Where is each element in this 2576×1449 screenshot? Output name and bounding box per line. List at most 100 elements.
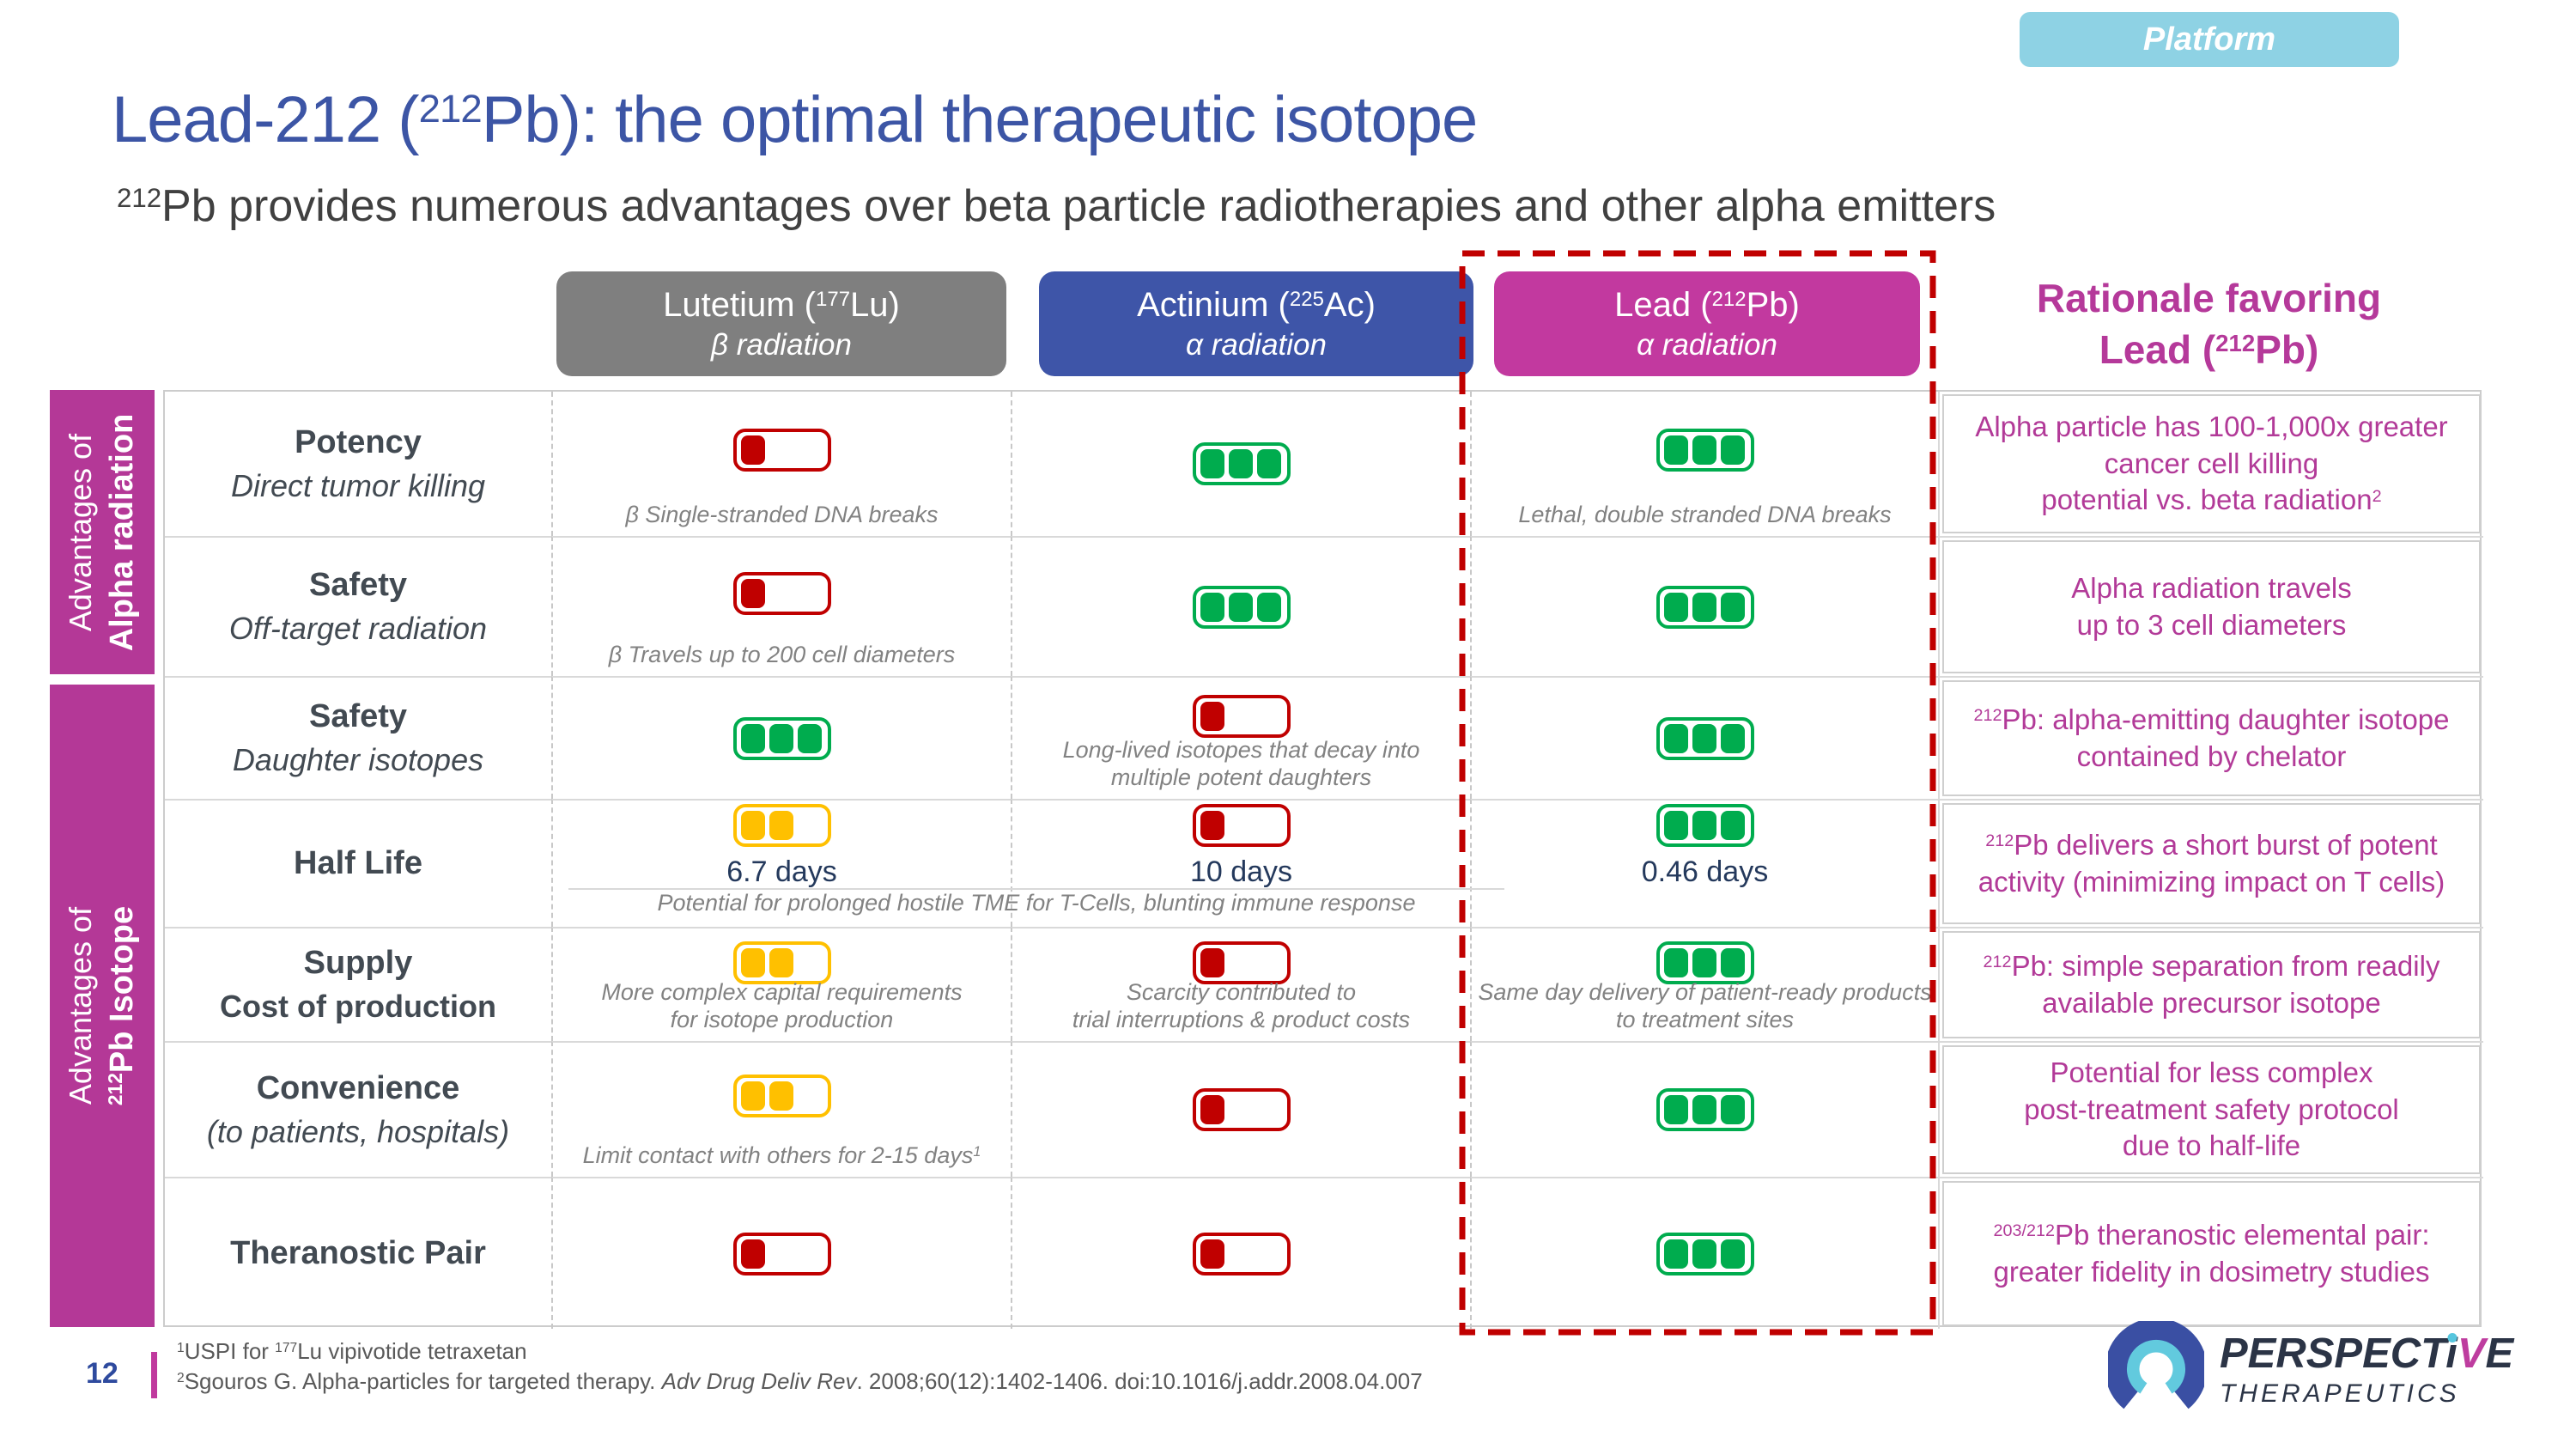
rating-pill bbox=[1656, 941, 1754, 984]
rating-pill bbox=[1192, 941, 1291, 984]
rating-pill bbox=[1192, 694, 1291, 738]
title-text: Pb): the optimal therapeutic isotope bbox=[481, 83, 1479, 156]
sidebar-advantages-pb212-isotope: Advantages of 212Pb Isotope bbox=[50, 685, 155, 1327]
cell-supply-lead: Same day delivery of patient-ready produ… bbox=[1470, 927, 1938, 1041]
row-subtitle: Daughter isotopes bbox=[232, 742, 484, 777]
logo-subtext: THERAPEUTICS bbox=[2220, 1379, 2460, 1408]
row-title: Theranostic Pair bbox=[230, 1235, 486, 1271]
row-title: Supply bbox=[303, 945, 413, 981]
half-life-value: 6.7 days bbox=[726, 855, 837, 888]
footnote-2: 2Sgouros G. Alpha-particles for targeted… bbox=[177, 1368, 1423, 1394]
footer-divider bbox=[151, 1352, 157, 1398]
cell-halflife-actinium: 10 days bbox=[1011, 799, 1470, 927]
cell-convenience-actinium bbox=[1011, 1041, 1470, 1177]
row-label-theranostic-pair: Theranostic Pair bbox=[165, 1177, 551, 1329]
rating-pill bbox=[1192, 804, 1291, 847]
row-label-safety-daughter: Safety Daughter isotopes bbox=[165, 676, 551, 799]
cell-potency-lead: Lethal, double stranded DNA breaks bbox=[1470, 392, 1938, 536]
row-label-supply: Supply Cost of production bbox=[165, 927, 551, 1041]
rationale-column-header: Rationale favoring Lead (212Pb) bbox=[1936, 273, 2482, 376]
rating-pill bbox=[732, 1232, 831, 1275]
rationale-text: 212Pb delivers a short burst of potent a… bbox=[1978, 828, 2445, 898]
isotope-name: Lutetium (177Lu) bbox=[663, 286, 900, 325]
radiation-type: β radiation bbox=[711, 328, 852, 362]
row-title: Safety bbox=[308, 698, 408, 734]
rationale-header-line2: Lead (212Pb) bbox=[2099, 326, 2319, 372]
cell-note: β Single-stranded DNA breaks bbox=[625, 502, 939, 528]
column-header-actinium: Actinium (225Ac) α radiation bbox=[1039, 271, 1473, 376]
cell-safety2-lead bbox=[1470, 676, 1938, 799]
row-label-safety-offtarget: Safety Off-target radiation bbox=[165, 536, 551, 676]
cell-safety1-actinium bbox=[1011, 536, 1470, 676]
cell-theranostic-actinium bbox=[1011, 1177, 1470, 1329]
page-number: 12 bbox=[86, 1357, 118, 1390]
subtitle-superscript: 212 bbox=[117, 183, 162, 214]
logo-wordmark: PERSPECTiVE bbox=[2220, 1330, 2514, 1377]
rationale-safety1: Alpha radiation travels up to 3 cell dia… bbox=[1938, 536, 2483, 676]
title-text: Lead-212 ( bbox=[112, 83, 420, 156]
half-life-value: 10 days bbox=[1189, 855, 1293, 888]
sidebar-line2: Alpha radiation bbox=[103, 413, 140, 651]
title-superscript: 212 bbox=[418, 87, 483, 131]
rating-pill bbox=[732, 1075, 831, 1117]
cell-potency-actinium bbox=[1011, 392, 1470, 536]
row-label-potency: Potency Direct tumor killing bbox=[165, 392, 551, 536]
radiation-type: α radiation bbox=[1637, 328, 1777, 362]
rating-pill bbox=[1192, 442, 1291, 485]
rationale-potency: Alpha particle has 100-1,000x greater ca… bbox=[1938, 392, 2483, 536]
cell-note: Scarcity contributed to trial interrupti… bbox=[1072, 979, 1411, 1033]
rationale-text: 212Pb: alpha-emitting daughter isotope c… bbox=[1973, 703, 2450, 772]
rationale-text: Alpha radiation travels up to 3 cell dia… bbox=[2071, 571, 2352, 641]
half-life-span-note: Potential for prolonged hostile TME for … bbox=[568, 888, 1504, 916]
platform-badge-label: Platform bbox=[2142, 21, 2276, 58]
cell-note: Long-lived isotopes that decay into mult… bbox=[1062, 737, 1420, 791]
cell-note: Limit contact with others for 2-15 days1 bbox=[582, 1142, 981, 1169]
rationale-convenience: Potential for less complex post-treatmen… bbox=[1938, 1041, 2483, 1177]
half-life-value: 0.46 days bbox=[1641, 855, 1769, 888]
row-title: Half Life bbox=[294, 845, 422, 881]
rating-pill bbox=[732, 716, 831, 760]
rating-pill bbox=[1192, 1232, 1291, 1275]
sidebar-line1: Advantages of bbox=[62, 906, 98, 1105]
rating-pill bbox=[1656, 716, 1754, 760]
rationale-safety2: 212Pb: alpha-emitting daughter isotope c… bbox=[1938, 676, 2483, 799]
cell-theranostic-lutetium bbox=[551, 1177, 1011, 1329]
row-title: Convenience bbox=[256, 1069, 460, 1106]
page-subtitle: 212Pb provides numerous advantages over … bbox=[117, 180, 1996, 232]
platform-badge: Platform bbox=[2020, 12, 2399, 67]
cell-supply-actinium: Scarcity contributed to trial interrupti… bbox=[1011, 927, 1470, 1041]
cell-safety1-lead bbox=[1470, 536, 1938, 676]
row-subtitle: Direct tumor killing bbox=[230, 467, 486, 503]
rationale-text: Potential for less complex post-treatmen… bbox=[2024, 1056, 2399, 1162]
perspective-therapeutics-logo: PERSPECTiVE THERAPEUTICS bbox=[2108, 1321, 2513, 1417]
footnote-1: 1USPI for 177Lu vipivotide tetraxetan bbox=[177, 1338, 527, 1364]
rating-pill bbox=[732, 571, 831, 615]
cell-convenience-lutetium: Limit contact with others for 2-15 days1 bbox=[551, 1041, 1011, 1177]
rationale-text: 212Pb: simple separation from readily av… bbox=[1983, 949, 2440, 1019]
rationale-text: Alpha particle has 100-1,000x greater ca… bbox=[1975, 410, 2448, 516]
sidebar-line2: 212Pb Isotope bbox=[103, 905, 140, 1106]
cell-safety1-lutetium: β Travels up to 200 cell diameters bbox=[551, 536, 1011, 676]
rationale-supply: 212Pb: simple separation from readily av… bbox=[1938, 927, 2483, 1041]
rating-pill bbox=[1656, 804, 1754, 847]
rationale-halflife: 212Pb delivers a short burst of potent a… bbox=[1938, 799, 2483, 927]
rating-pill bbox=[1656, 1088, 1754, 1131]
rationale-header-line1: Rationale favoring bbox=[2036, 276, 2382, 320]
rating-pill bbox=[1656, 429, 1754, 472]
rating-pill bbox=[1192, 585, 1291, 629]
row-title: Potency bbox=[295, 423, 422, 460]
isotope-name: Lead (212Pb) bbox=[1614, 286, 1800, 325]
footnotes: 1USPI for 177Lu vipivotide tetraxetan 2S… bbox=[177, 1338, 1423, 1398]
cell-halflife-lead: 0.46 days bbox=[1470, 799, 1938, 927]
row-subtitle: (to patients, hospitals) bbox=[206, 1113, 510, 1149]
cell-note: Lethal, double stranded DNA breaks bbox=[1518, 502, 1892, 528]
rating-pill bbox=[1656, 585, 1754, 629]
row-subtitle: Off-target radiation bbox=[228, 611, 488, 646]
column-header-lutetium: Lutetium (177Lu) β radiation bbox=[556, 271, 1006, 376]
cell-note: Same day delivery of patient-ready produ… bbox=[1478, 979, 1932, 1033]
rating-pill bbox=[732, 941, 831, 984]
isotope-name: Actinium (225Ac) bbox=[1137, 286, 1376, 325]
cell-potency-lutetium: β Single-stranded DNA breaks bbox=[551, 392, 1011, 536]
logo-arch-icon bbox=[2108, 1321, 2204, 1409]
